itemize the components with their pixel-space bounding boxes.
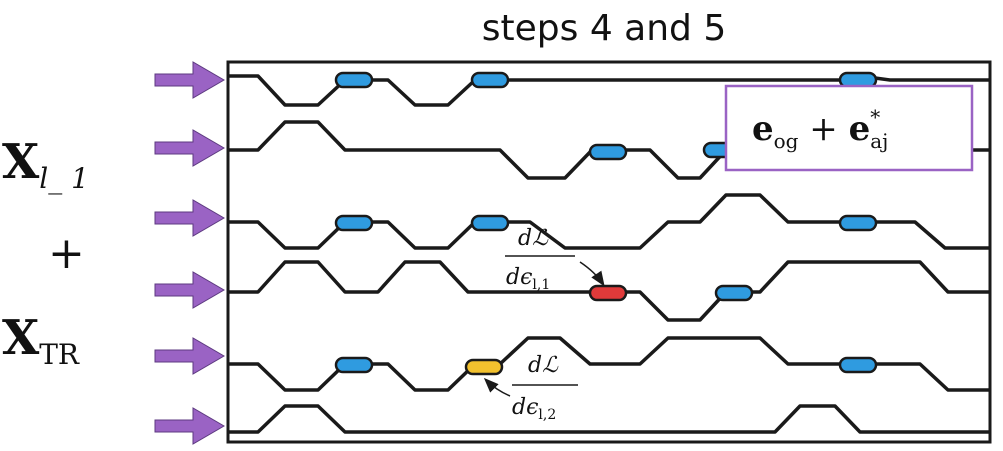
phase-shifter-4: [588, 143, 628, 161]
equation-term1-sub: og: [774, 129, 799, 153]
phase-shifter-11: [334, 356, 374, 374]
gradient-1-numerator: dℒ: [518, 226, 549, 251]
gradient-1-pointer-arrow: [579, 261, 605, 287]
equation-text: eog + e*aj: [752, 105, 888, 153]
diagram-title: steps 4 and 5: [482, 8, 727, 49]
input-label-top: Xl_ 1: [2, 134, 89, 195]
waveguide-3: [228, 193, 990, 250]
waveguide-6: [228, 404, 990, 434]
phase-shifter-7: [470, 214, 510, 232]
phase-shifter-1: [334, 71, 374, 89]
gradient-1-denominator: dϵl,1: [506, 265, 550, 293]
mesh-frame: [226, 60, 992, 444]
equation-term1: e: [752, 109, 774, 149]
phase-shifter-9: [588, 284, 628, 302]
input-label: Xl_ 1 + XTR: [2, 134, 89, 371]
input-arrow-2: [154, 129, 225, 167]
waveguide-5: [228, 336, 990, 392]
input-label-bottom-main: X: [2, 310, 40, 366]
gradient-2-denominator: dϵl,2: [512, 395, 556, 423]
input-arrow-6: [154, 407, 225, 445]
equation-box: eog + e*aj: [724, 84, 974, 172]
input-arrow-5: [154, 337, 225, 375]
input-label-top-main: X: [2, 134, 40, 190]
gradient-2-pointer-arrow: [483, 377, 511, 397]
phase-shifter-12: [464, 358, 504, 376]
equation-term2: e: [849, 109, 871, 149]
waveguide-2: [228, 120, 990, 180]
input-label-plus: +: [48, 228, 85, 279]
gradient-label-1: dℒ dϵl,1: [505, 226, 605, 293]
phase-shifter-6: [334, 214, 374, 232]
equation-term2-sup: *: [870, 105, 880, 129]
input-arrow-1: [154, 61, 225, 99]
input-label-bottom-sub: TR: [39, 338, 80, 371]
equation-box-border: [724, 84, 974, 172]
phase-shifter-group: [334, 71, 878, 376]
gradient-2-numerator: dℒ: [528, 353, 559, 378]
input-arrow-3: [154, 199, 225, 237]
phase-shifter-8: [838, 214, 878, 232]
phase-shifter-2: [470, 71, 510, 89]
input-arrow-4: [154, 271, 225, 309]
input-arrow-group: [154, 61, 225, 445]
phase-shifter-10: [714, 284, 754, 302]
equation-term2-sub: aj: [870, 129, 888, 153]
equation-operator: +: [798, 109, 848, 149]
input-label-bottom: XTR: [2, 310, 80, 371]
gradient-label-2: dℒ dϵl,2: [483, 353, 578, 423]
input-label-top-sub: l_ 1: [39, 162, 89, 195]
phase-shifter-13: [838, 356, 878, 374]
